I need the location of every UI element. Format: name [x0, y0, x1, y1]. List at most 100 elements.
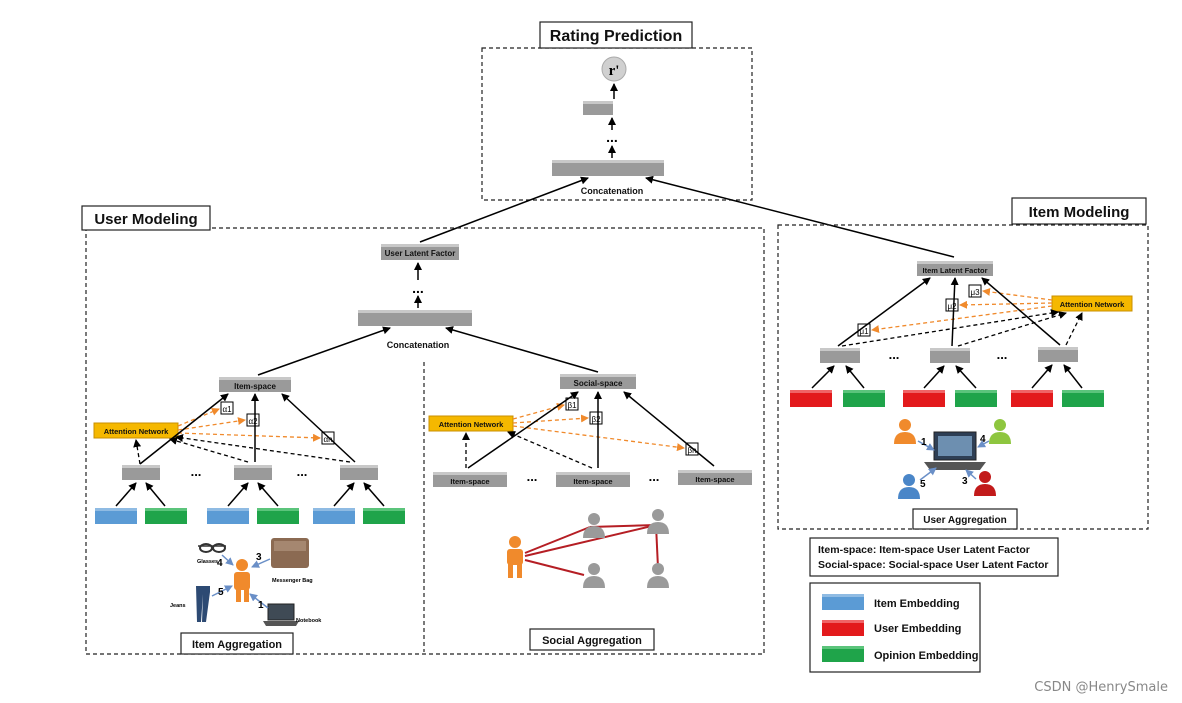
- user-aggregation-title: User Aggregation: [923, 515, 1007, 526]
- glasses-label: Glasses: [197, 559, 218, 565]
- ellipsis: ...: [889, 347, 900, 362]
- rating-prediction-title: Rating Prediction: [550, 28, 682, 45]
- item-attention-network-label: Attention Network: [1060, 300, 1125, 309]
- bag-number: 3: [256, 552, 262, 563]
- item-modeling-section: Item Modeling Item Latent Factor Attenti…: [777, 197, 1149, 530]
- user-embedding-block: [1011, 390, 1053, 407]
- social-space-label: Social-space: [574, 379, 623, 388]
- social-aggregation-title: Social Aggregation: [542, 635, 642, 647]
- item-space-definition: Item-space: Item-space User Latent Facto…: [818, 544, 1030, 556]
- item-modeling-title: Item Modeling: [1029, 204, 1130, 221]
- user-node-1: [820, 348, 860, 363]
- item-latent-factor-label: Item Latent Factor: [922, 266, 987, 275]
- item-space-label: Item-space: [234, 382, 276, 391]
- mu-3: μ3: [970, 288, 980, 297]
- opinion-embedding-block: [145, 508, 187, 524]
- social-item-space-label: Item-space: [573, 477, 612, 486]
- social-item-space-label: Item-space: [695, 475, 734, 484]
- legend-item-embedding-label: Item Embedding: [874, 598, 960, 610]
- legend-opinion-embedding-swatch: [822, 646, 864, 662]
- legend-user-embedding-swatch: [822, 620, 864, 636]
- user-concat-label: Concatenation: [387, 340, 450, 350]
- user-latent-factor-label: User Latent Factor: [385, 249, 456, 258]
- legend: Item-space: Item-space User Latent Facto…: [809, 537, 1059, 673]
- jeans-label: Jeans: [170, 603, 186, 609]
- item-aggregation-title: Item Aggregation: [192, 639, 282, 651]
- alpha-n: αn: [323, 435, 332, 444]
- legend-item-embedding-swatch: [822, 594, 864, 610]
- legend-opinion-embedding-label: Opinion Embedding: [874, 650, 979, 662]
- friend-icon: [583, 513, 605, 538]
- center-user-icon: [507, 536, 523, 578]
- user-latent-factor-layer: [381, 244, 459, 260]
- blue-user-number: 5: [920, 479, 926, 490]
- item-node-3: [340, 465, 378, 480]
- social-graph-illustration: [507, 509, 669, 588]
- social-item-space-node-3: [678, 470, 752, 485]
- attention-network-left-label: Attention Network: [104, 427, 169, 436]
- rating-dots: ...: [606, 129, 618, 145]
- rating-output-label: r': [609, 63, 620, 79]
- user-icon-green: [989, 419, 1011, 444]
- orange-user-number: 1: [921, 437, 927, 448]
- item-latent-factor-layer: [917, 261, 993, 276]
- user-embedding-block: [903, 390, 945, 407]
- jeans-icon: [196, 586, 210, 622]
- social-item-space-label: Item-space: [450, 477, 489, 486]
- mu-1: μ1: [859, 327, 869, 336]
- friend-icon: [647, 563, 669, 588]
- jeans-number: 5: [218, 587, 224, 598]
- ellipsis: ...: [997, 347, 1008, 362]
- item-embedding-block: [95, 508, 137, 524]
- notebook-number: 1: [258, 600, 264, 611]
- rating-prediction-section: Rating Prediction r' ... Concatenation: [481, 21, 753, 201]
- item-space-layer: [219, 377, 291, 392]
- messenger-bag-icon: [271, 538, 309, 568]
- ellipsis: ...: [649, 469, 660, 484]
- opinion-embedding-block: [363, 508, 405, 524]
- notebook-label: Notebook: [296, 618, 322, 624]
- user-icon-blue: [898, 474, 920, 499]
- user-node-2: [930, 348, 970, 363]
- messenger-bag-label: Messenger Bag: [272, 578, 313, 584]
- friend-icon: [583, 563, 605, 588]
- green-user-number: 4: [980, 434, 986, 445]
- opinion-embedding-block: [955, 390, 997, 407]
- social-item-space-node-1: [433, 472, 507, 487]
- rating-concat-layer: [552, 160, 664, 176]
- opinion-embedding-block: [1062, 390, 1104, 407]
- user-icon-red: [974, 471, 996, 496]
- social-space-layer: [560, 374, 636, 389]
- legend-user-embedding-label: User Embedding: [874, 623, 961, 635]
- user-dots: ...: [412, 280, 424, 296]
- beta-n: βn: [687, 446, 696, 455]
- social-space-definition: Social-space: Social-space User Latent F…: [818, 559, 1049, 571]
- rating-output-node: [601, 56, 627, 82]
- beta-1: β1: [567, 401, 577, 410]
- item-aggregation-illustration: Glasses Messenger Bag Jeans Notebook 4 3…: [170, 538, 322, 626]
- user-concat-layer: [358, 310, 472, 326]
- user-icon-orange: [894, 419, 916, 444]
- item-embedding-block: [313, 508, 355, 524]
- watermark: CSDN @HenrySmale: [1034, 680, 1168, 695]
- item-embedding-block: [207, 508, 249, 524]
- notebook-icon: [263, 603, 299, 626]
- attention-network-right-label: Attention Network: [439, 420, 504, 429]
- item-node-1: [122, 465, 160, 480]
- ellipsis: ...: [191, 464, 202, 479]
- red-user-number: 3: [962, 476, 968, 487]
- user-attention-network-left: [93, 422, 179, 439]
- user-modeling-section: User Modeling User Latent Factor ... Con…: [81, 205, 765, 655]
- ellipsis: ...: [297, 464, 308, 479]
- glasses-number: 4: [217, 558, 223, 569]
- ellipsis: ...: [527, 469, 538, 484]
- user-aggregation-illustration: 1 4 5 3: [894, 419, 1011, 499]
- alpha-1: α1: [222, 405, 232, 414]
- user-modeling-title: User Modeling: [94, 211, 197, 228]
- item-node-2: [234, 465, 272, 480]
- user-node-3: [1038, 347, 1078, 362]
- friend-icon: [647, 509, 669, 534]
- glasses-icon: [198, 543, 226, 553]
- opinion-embedding-block: [843, 390, 885, 407]
